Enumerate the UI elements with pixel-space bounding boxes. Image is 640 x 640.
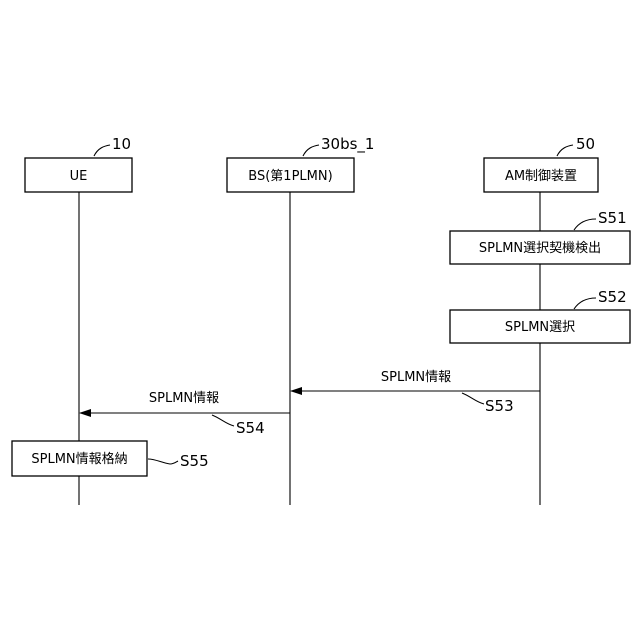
message-s54-ref: S54: [236, 419, 265, 437]
entity-am-label: AM制御装置: [505, 169, 577, 184]
process-s51-leader: [574, 219, 596, 230]
message-s54: SPLMN情報 S54: [80, 391, 290, 437]
process-s55-label: SPLMN情報格納: [31, 451, 127, 467]
entity-am-ref-leader: [557, 145, 573, 156]
process-s55-leader: [148, 459, 178, 464]
process-s51-label: SPLMN選択契機検出: [479, 241, 601, 256]
message-s53-ref: S53: [485, 397, 514, 415]
process-box-s55: SPLMN情報格納 S55: [12, 441, 209, 476]
entity-ue-ref: 10: [112, 135, 131, 153]
message-s54-label: SPLMN情報: [149, 391, 219, 406]
entity-am-ref: 50: [576, 135, 595, 153]
message-s53-label: SPLMN情報: [381, 370, 451, 385]
process-s51-ref: S51: [598, 209, 627, 227]
entity-ue: UE 10: [25, 135, 132, 192]
process-s52-label: SPLMN選択: [505, 320, 575, 335]
entity-bs-label: BS(第1PLMN): [248, 169, 332, 184]
process-s52-leader: [574, 298, 596, 309]
message-s54-leader: [212, 415, 234, 426]
process-s52-ref: S52: [598, 288, 627, 306]
entity-ue-ref-leader: [94, 145, 110, 156]
entity-am: AM制御装置 50: [484, 135, 598, 192]
entity-bs-ref-leader: [303, 145, 319, 156]
entity-bs-ref: 30bs_1: [321, 135, 374, 154]
message-s53-leader: [462, 393, 484, 404]
process-s55-ref: S55: [180, 452, 209, 470]
entity-bs: BS(第1PLMN) 30bs_1: [227, 135, 374, 192]
entity-ue-label: UE: [70, 169, 88, 184]
message-s53: SPLMN情報 S53: [291, 370, 540, 415]
